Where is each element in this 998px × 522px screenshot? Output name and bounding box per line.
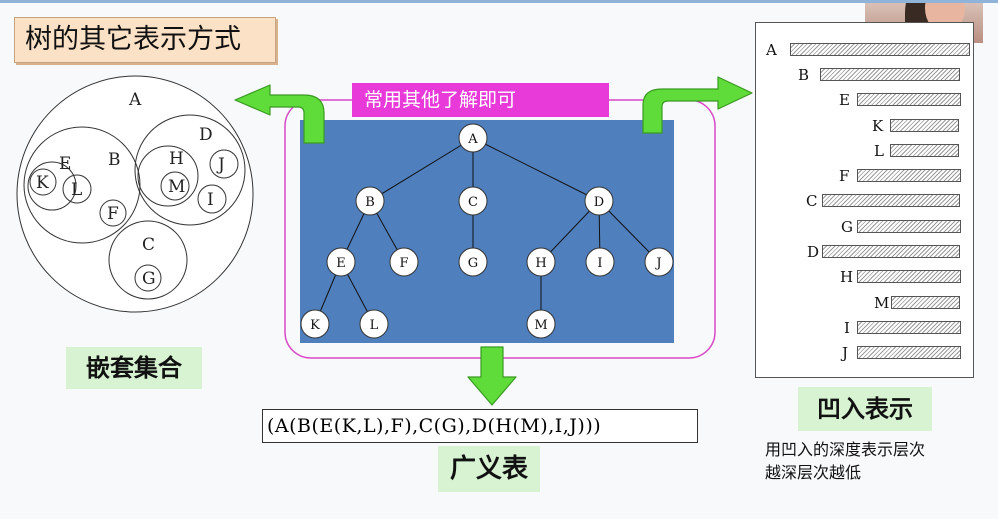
nested-letter-I: I — [207, 190, 214, 210]
nested-sets-diagram — [16, 75, 254, 313]
tree-node-E: E — [336, 256, 346, 271]
nested-sets-label: 嵌套集合 — [66, 347, 202, 389]
generalized-list-label: 广义表 — [438, 446, 540, 492]
nested-letter-M: M — [168, 177, 185, 197]
tree-node-F: F — [399, 256, 408, 271]
indent-row-M: M — [874, 295, 963, 311]
tree-node-L: L — [370, 318, 379, 333]
nested-letter-J: J — [216, 155, 225, 175]
nested-letter-H: H — [169, 149, 184, 169]
generalized-list-expression: (A(B(E(K,L),F),C(G),D(H(M),I,J))) — [262, 409, 698, 443]
indent-row-L: L — [874, 143, 963, 159]
indent-row-K: K — [872, 118, 963, 134]
arrow-left-icon — [234, 84, 325, 144]
tree-node-M: M — [534, 318, 547, 333]
set-D — [134, 114, 246, 226]
tree-node-B: B — [365, 195, 375, 210]
tree-node-H: H — [535, 256, 546, 271]
indent-row-B: B — [798, 67, 963, 83]
nested-letter-B: B — [108, 150, 121, 170]
set-C — [108, 220, 188, 300]
indent-row-J: J — [842, 345, 963, 361]
nested-letter-F: F — [107, 204, 119, 224]
tree-node-D: D — [594, 195, 604, 210]
set-L — [62, 174, 92, 204]
tree-node-A: A — [467, 132, 478, 147]
nested-letter-C: C — [142, 235, 155, 255]
nested-letter-D: D — [199, 125, 213, 145]
nested-letter-A: A — [128, 90, 142, 110]
set-J — [209, 149, 239, 179]
tree-nodes — [300, 123, 674, 339]
tree-node-K: K — [310, 318, 320, 333]
indent-row-H: H — [840, 269, 963, 285]
diagram-canvas: A B E K L F D H M J I C G — [16, 75, 753, 406]
indent-row-G: G — [841, 219, 963, 235]
indentation-panel: A B E K L F C G — [755, 22, 974, 378]
slide-title: 树的其它表示方式 — [14, 17, 276, 63]
indentation-label: 凹入表示 — [798, 387, 932, 431]
indent-row-E: E — [839, 92, 963, 108]
callout-banner: 常用其他了解即可 — [352, 83, 609, 117]
nested-letter-K: K — [36, 173, 49, 193]
set-A — [16, 75, 254, 313]
set-G — [134, 264, 162, 292]
set-H — [137, 145, 199, 207]
indent-row-F: F — [839, 168, 963, 184]
tree-node-J: J — [654, 256, 661, 271]
nested-letter-L: L — [71, 180, 82, 200]
set-M — [160, 171, 190, 201]
indent-row-C: C — [806, 193, 963, 209]
indent-row-D: D — [807, 244, 963, 260]
indent-row-I: I — [844, 320, 963, 336]
set-I — [197, 184, 227, 214]
set-K — [29, 168, 57, 196]
description-line-1: 用凹入的深度表示层次 — [765, 440, 926, 459]
arrow-down-icon — [467, 346, 517, 406]
tree-node-I: I — [597, 256, 602, 271]
set-E — [27, 161, 77, 211]
nested-letter-G: G — [142, 269, 156, 289]
set-B — [23, 126, 141, 244]
nested-letter-E: E — [59, 154, 71, 174]
indentation-description: 用凹入的深度表示层次 越深层次越低 — [765, 438, 995, 484]
tree-node-G: G — [468, 256, 478, 271]
tree-background — [300, 120, 674, 343]
arrow-right-icon — [642, 76, 753, 134]
tree-node-C: C — [468, 195, 478, 210]
set-F — [99, 199, 127, 227]
indent-row-A: A — [766, 42, 970, 58]
description-line-2: 越深层次越低 — [765, 463, 862, 482]
